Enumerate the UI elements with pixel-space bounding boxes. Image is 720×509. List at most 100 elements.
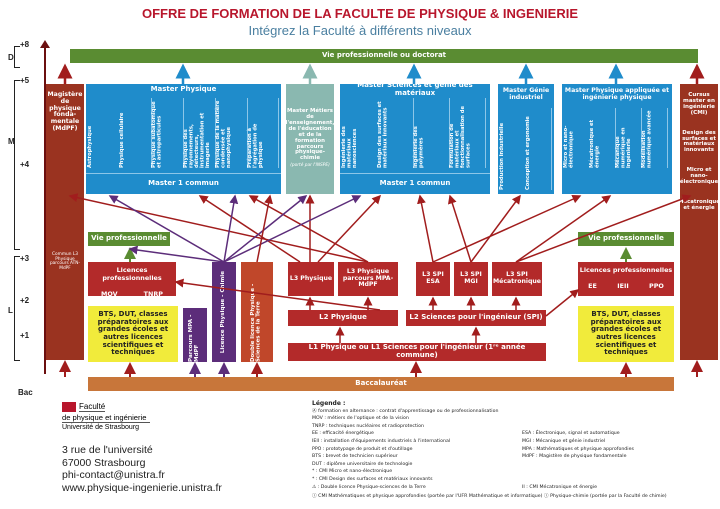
l1-commun: L1 Physique ou L1 Sciences pour l'ingéni… bbox=[288, 343, 546, 361]
logo-line1: Faculté bbox=[79, 402, 106, 412]
lp-left-title: Licences professionnelles bbox=[102, 266, 162, 282]
level-m: M bbox=[8, 137, 15, 146]
lp-left-tnrp: TNRP bbox=[143, 290, 163, 298]
legend-item: MOV : métiers de l'optique et de la visi… bbox=[312, 416, 409, 422]
legend-item: MPA : Mathématiques et physique approfon… bbox=[522, 446, 634, 452]
master-meef-note: (porté par l'INSPE) bbox=[290, 163, 330, 169]
contact-email[interactable]: phi-contact@unistra.fr bbox=[62, 469, 165, 481]
contact-city: 67000 Strasbourg bbox=[62, 456, 146, 469]
page-title: OFFRE DE FORMATION DE LA FACULTE DE PHYS… bbox=[141, 6, 578, 21]
logo-mark bbox=[62, 402, 76, 412]
master-pai-box: Master Physique appliquée et ingénierie … bbox=[562, 84, 672, 194]
level-p2: +2 bbox=[20, 296, 30, 305]
legend-item: IEII : installation d'équipements indust… bbox=[312, 438, 451, 444]
legend-item: DUT : diplôme universitaire de technolog… bbox=[312, 461, 413, 467]
arrow bbox=[68, 193, 369, 263]
l2-spi: L2 Sciences pour l'ingénieur (SPI) bbox=[406, 310, 546, 326]
legend-item: MGI : Mécanique et génie industriel bbox=[522, 438, 606, 444]
baccalaureat-bar: Baccalauréat bbox=[88, 377, 674, 391]
cmi-label: Cursus master en ingénierie (CMI) bbox=[683, 92, 715, 117]
logo-line2: de physique et ingénierie bbox=[62, 413, 150, 423]
l3-spi-mgi: L3 SPI MGI bbox=[454, 262, 488, 296]
magistere-column: Magistère de physique fonda-mentale (MdP… bbox=[46, 84, 84, 360]
double-licence-column: Double licence Physique - Sciences de la… bbox=[241, 262, 273, 362]
arrow bbox=[128, 245, 225, 263]
legend-item: MdPF : Magistère de physique fondamental… bbox=[522, 454, 627, 460]
legend-item: Ⓐ formation en alternance : contrat d'ap… bbox=[312, 408, 499, 414]
level-bac: Bac bbox=[18, 388, 33, 397]
level-p5: +5 bbox=[20, 76, 30, 85]
parcours-mpa-column: Parcours MPA - MdPF bbox=[183, 308, 207, 362]
arrow bbox=[223, 195, 308, 263]
l3-spi-esa: L3 SPI ESA bbox=[416, 262, 450, 296]
arrow bbox=[174, 278, 381, 311]
lp-right-ieii: IEII bbox=[617, 282, 629, 290]
vie-pro-left: Vie professionnelle bbox=[88, 232, 170, 246]
l3-physique: L3 Physique bbox=[288, 262, 334, 296]
legend-item: TNRP : techniques nucléaires et radiopro… bbox=[312, 423, 424, 429]
l2-physique: L2 Physique bbox=[288, 310, 398, 326]
arrow bbox=[447, 194, 472, 263]
level-p8: +8 bbox=[20, 40, 30, 49]
lp-right-title: Licences professionnelles bbox=[579, 266, 673, 274]
master-sgm-title: Master Sciences et génie des matériaux bbox=[357, 81, 473, 97]
legend-item: BTS : brevet de technicien supérieur bbox=[312, 454, 398, 460]
arrow bbox=[223, 194, 239, 263]
master-pai-title: Master Physique appliquée et ingénierie … bbox=[564, 87, 670, 101]
vie-pro-doctorat-bar: Vie professionnelle ou doctorat bbox=[70, 49, 698, 63]
bracket-m bbox=[14, 80, 20, 250]
legend-bottom: ⓘ CMI Mathématiques et physique approfon… bbox=[312, 494, 667, 500]
arrow bbox=[256, 194, 273, 263]
l3-spi-meca: L3 SPI Mécatronique bbox=[492, 262, 542, 296]
cmi-item-3: Mécatronique et énergie bbox=[678, 199, 720, 212]
arrow bbox=[248, 195, 369, 263]
faculty-logo: Faculté de physique et ingénierie Univer… bbox=[62, 402, 150, 440]
arrow bbox=[317, 194, 382, 263]
contact-web[interactable]: www.physique-ingenierie.unistra.fr bbox=[62, 481, 222, 494]
legend-item: PPO : prototypage de produit et d'outill… bbox=[312, 446, 413, 452]
master1-right: Master 1 commun bbox=[340, 173, 490, 193]
master-gi-box: Master Génie industriel Production indus… bbox=[498, 84, 554, 194]
licences-pro-right: Licences professionnelles EE IEII PPO bbox=[578, 262, 674, 296]
magistere-label: Magistère de physique fonda-mentale (MdP… bbox=[47, 91, 83, 133]
level-p3: +3 bbox=[20, 254, 30, 263]
l3-physique-mpa: L3 Physique parcours MPA-MdPF bbox=[338, 262, 398, 296]
master-meef-title: Master Métiers de l'enseignement, de l'é… bbox=[285, 107, 335, 162]
legend-item: EE : efficacité énergétique bbox=[312, 431, 374, 437]
arrow bbox=[545, 289, 580, 317]
level-axis bbox=[44, 44, 46, 374]
bts-right: BTS, DUT, classes préparatoires aux gran… bbox=[578, 306, 674, 362]
master1-left: Master 1 commun bbox=[86, 173, 281, 193]
master-gi-title: Master Génie industriel bbox=[502, 87, 550, 101]
contact-street: 3 rue de l'université bbox=[62, 444, 153, 456]
arrow bbox=[417, 194, 434, 263]
bracket-d bbox=[14, 46, 20, 68]
licences-pro-left: Licences professionnelles MOV TNRP bbox=[88, 262, 176, 298]
legend-item: * : CMI Micro et nano-électronique bbox=[312, 469, 393, 475]
lp-right-ppo: PPO bbox=[649, 282, 664, 290]
legend-item: ⚠ : Double licence Physique-sciences de … bbox=[312, 484, 426, 490]
bracket-l bbox=[14, 256, 20, 361]
arrow bbox=[515, 195, 612, 263]
cmi-item-1: Design des surfaces et matériaux innovan… bbox=[682, 129, 716, 154]
legend-item: ESA : Électronique, signal et automatiqu… bbox=[522, 431, 620, 437]
vie-pro-right: Vie professionnelle bbox=[578, 232, 674, 246]
level-l: L bbox=[8, 306, 13, 315]
arrow bbox=[470, 194, 521, 263]
contact-block: 3 rue de l'université 67000 Strasbourg p… bbox=[62, 444, 222, 494]
arrow bbox=[108, 195, 225, 263]
lp-left-mov: MOV bbox=[101, 290, 118, 298]
arrow bbox=[198, 195, 301, 263]
arrow bbox=[515, 194, 692, 263]
master-physique-title: Master Physique bbox=[150, 85, 217, 94]
level-d: D bbox=[8, 53, 14, 62]
arrow bbox=[223, 195, 362, 263]
legend-item: II : CMI Mécatronique et énergie bbox=[522, 484, 597, 490]
level-p4: +4 bbox=[20, 160, 30, 169]
lp-right-ee: EE bbox=[588, 282, 597, 290]
arrow bbox=[432, 194, 582, 263]
level-p1: +1 bbox=[20, 331, 30, 340]
legend-title: Légende : bbox=[312, 400, 346, 407]
master-meef-box: Master Métiers de l'enseignement, de l'é… bbox=[286, 84, 334, 194]
